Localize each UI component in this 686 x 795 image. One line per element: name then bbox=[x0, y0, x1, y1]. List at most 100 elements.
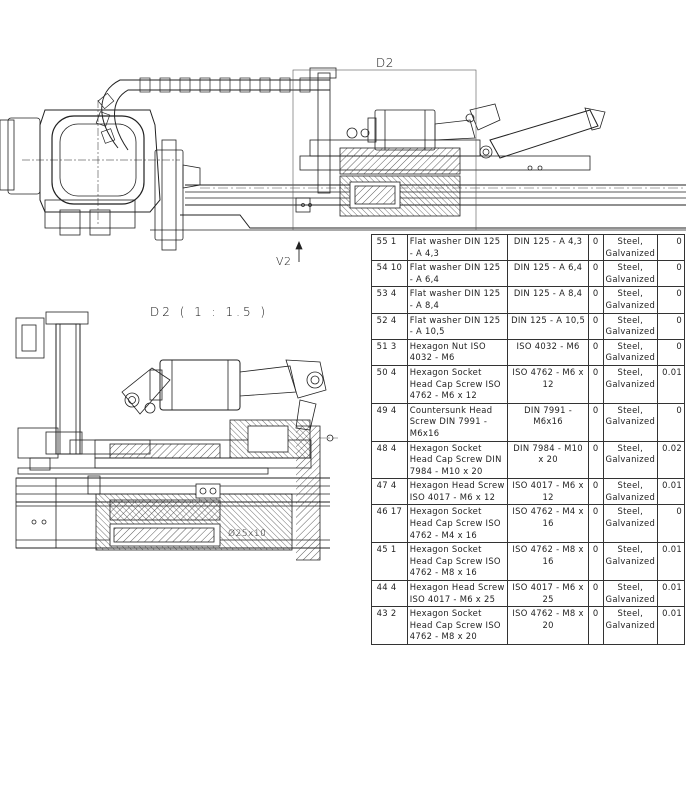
bom-description: Flat washer DIN 125 - A 8,4 bbox=[406, 286, 509, 314]
bom-standard: ISO 4762 - M8 x 16 bbox=[507, 542, 589, 582]
bom-quantity: 1 bbox=[388, 233, 408, 262]
bom-description: Flat washer DIN 125 - A 4,3 bbox=[406, 233, 509, 262]
bom-item-number: 45 bbox=[370, 542, 389, 582]
bom-mass: 0 bbox=[657, 338, 685, 366]
bom-item-number: 44 bbox=[370, 580, 389, 608]
bom-standard: DIN 125 - A 6,4 bbox=[507, 260, 589, 288]
bom-standard: DIN 125 - A 4,3 bbox=[507, 233, 589, 262]
bom-revision: 0 bbox=[587, 312, 604, 340]
bom-standard: DIN 125 - A 10,5 bbox=[507, 312, 589, 340]
bom-material: Steel, Galvanized bbox=[602, 286, 659, 314]
bom-quantity: 3 bbox=[388, 338, 408, 366]
bom-description: Hexagon Head Screw ISO 4017 - M6 x 12 bbox=[406, 478, 509, 506]
bom-item-number: 48 bbox=[370, 440, 389, 480]
bom-description: Hexagon Nut ISO 4032 - M6 bbox=[406, 338, 509, 366]
bom-material: Steel, Galvanized bbox=[602, 338, 659, 366]
view-arrow-v2 bbox=[295, 240, 303, 262]
bom-description: Flat washer DIN 125 - A 10,5 bbox=[406, 312, 509, 340]
bom-mass: 0 bbox=[657, 233, 685, 262]
bom-item-number: 46 bbox=[370, 504, 389, 544]
view-label-v2: V2 bbox=[276, 255, 292, 268]
bom-mass: 0.01 bbox=[657, 542, 685, 582]
bom-mass: 0 bbox=[657, 402, 685, 442]
bom-material: Steel, Galvanized bbox=[602, 233, 659, 262]
bom-revision: 0 bbox=[587, 504, 604, 544]
bom-standard: DIN 7984 - M10 x 20 bbox=[507, 440, 589, 480]
detail-boundary-d2 bbox=[292, 69, 477, 231]
bom-description: Hexagon Socket Head Cap Screw ISO 4762 -… bbox=[406, 606, 509, 645]
bom-item-number: 53 bbox=[370, 286, 389, 314]
bom-standard: ISO 4762 - M8 x 20 bbox=[507, 606, 589, 645]
bom-mass: 0.01 bbox=[657, 364, 685, 404]
bom-mass: 0 bbox=[657, 504, 685, 544]
bom-revision: 0 bbox=[587, 478, 604, 506]
bom-standard: DIN 125 - A 8,4 bbox=[507, 286, 589, 314]
bom-item-number: 51 bbox=[370, 338, 389, 366]
bom-description: Countersunk Head Screw DIN 7991 - M6x16 bbox=[406, 402, 509, 442]
detail-view bbox=[15, 311, 340, 561]
bom-revision: 0 bbox=[587, 402, 604, 442]
bom-material: Steel, Galvanized bbox=[602, 504, 659, 544]
bom-item-number: 50 bbox=[370, 364, 389, 404]
bom-mass: 0 bbox=[657, 260, 685, 288]
bom-item-number: 54 bbox=[370, 260, 389, 288]
motor-housing bbox=[0, 100, 201, 251]
bom-material: Steel, Galvanized bbox=[602, 260, 659, 288]
bom-description: Hexagon Socket Head Cap Screw DIN 7984 -… bbox=[406, 440, 509, 480]
bom-material: Steel, Galvanized bbox=[602, 580, 659, 608]
bom-revision: 0 bbox=[587, 542, 604, 582]
bom-mass: 0 bbox=[657, 286, 685, 314]
bom-material: Steel, Galvanized bbox=[602, 312, 659, 340]
bom-revision: 0 bbox=[587, 233, 604, 262]
bom-quantity: 4 bbox=[388, 440, 408, 480]
carriage bbox=[295, 67, 591, 217]
bom-material: Steel, Galvanized bbox=[602, 440, 659, 480]
bom-quantity: 4 bbox=[388, 580, 408, 608]
diameter-note: Ø25x10 bbox=[228, 529, 267, 539]
bom-item-number: 55 bbox=[370, 233, 389, 262]
bom-standard: ISO 4762 - M6 x 12 bbox=[507, 364, 589, 404]
bom-description: Flat washer DIN 125 - A 6,4 bbox=[406, 260, 509, 288]
bom-standard: ISO 4017 - M6 x 12 bbox=[507, 478, 589, 506]
bom-quantity: 4 bbox=[388, 286, 408, 314]
bom-quantity: 4 bbox=[388, 402, 408, 442]
bom-mass: 0.01 bbox=[657, 478, 685, 506]
pneumatic-cylinder bbox=[346, 103, 606, 159]
bom-description: Hexagon Socket Head Cap Screw ISO 4762 -… bbox=[406, 504, 509, 544]
bom-item-number: 43 bbox=[370, 606, 389, 645]
detail-title: D2 ( 1 : 1.5 ) bbox=[150, 305, 269, 319]
bom-revision: 0 bbox=[587, 364, 604, 404]
bom-description: Hexagon Socket Head Cap Screw ISO 4762 -… bbox=[406, 364, 509, 404]
view-label-d2: D2 bbox=[376, 56, 394, 70]
cable-chain bbox=[95, 77, 330, 151]
bom-quantity: 10 bbox=[388, 260, 408, 288]
bom-item-number: 49 bbox=[370, 402, 389, 442]
bom-standard: ISO 4762 - M4 x 16 bbox=[507, 504, 589, 544]
bom-material: Steel, Galvanized bbox=[602, 364, 659, 404]
bom-mass: 0.01 bbox=[657, 580, 685, 608]
bom-quantity: 4 bbox=[388, 312, 408, 340]
bom-quantity: 2 bbox=[388, 606, 408, 645]
bom-quantity: 4 bbox=[388, 478, 408, 506]
bom-mass: 0.01 bbox=[657, 606, 685, 645]
bom-item-number: 47 bbox=[370, 478, 389, 506]
bom-revision: 0 bbox=[587, 580, 604, 608]
bom-mass: 0.02 bbox=[657, 440, 685, 480]
main-view bbox=[0, 67, 686, 262]
bom-quantity: 4 bbox=[388, 364, 408, 404]
bom-quantity: 1 bbox=[388, 542, 408, 582]
